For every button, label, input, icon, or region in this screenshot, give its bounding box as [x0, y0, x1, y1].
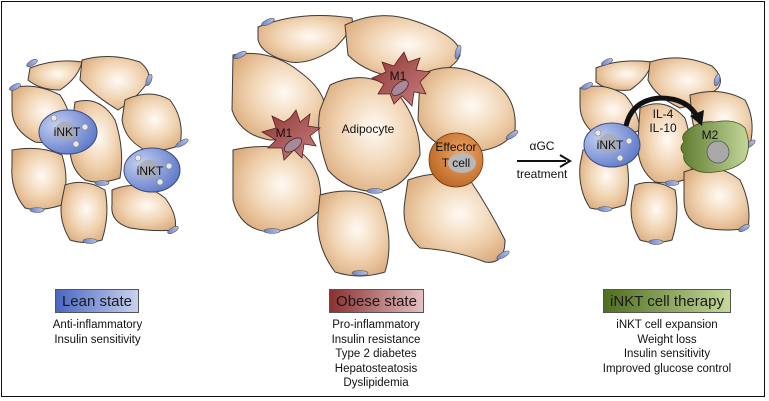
lean-nuclei: [9, 59, 189, 244]
treatment-label: treatment: [517, 167, 568, 181]
inkt-cell: iNKT: [123, 147, 181, 193]
m2-macrophage: M2: [680, 120, 749, 173]
inkt-label: iNKT: [597, 138, 624, 152]
inkt-label: iNKT: [54, 125, 81, 139]
adipocyte: [257, 14, 353, 63]
adipocyte: [232, 145, 322, 233]
adipocyte: [111, 185, 176, 232]
lean-state-badge: Lean state: [55, 289, 139, 313]
obese-state-badge: Obese state: [329, 289, 424, 313]
il10-label: IL-10: [649, 121, 677, 135]
adipocyte-label: Adipocyte: [342, 122, 395, 136]
feature-item: Weight loss: [637, 333, 697, 346]
m1-label: M1: [390, 69, 407, 83]
cytokine-arrow: IL-4 IL-10: [623, 95, 704, 135]
agc-label: αGC: [530, 139, 555, 153]
feature-item: Pro-inflammatory: [332, 319, 420, 331]
adipocyte: [27, 60, 83, 91]
feature-item: Dyslipidemia: [343, 377, 409, 389]
adipocyte: [630, 181, 678, 243]
inkt-label: iNKT: [137, 164, 164, 178]
adipocyte: [683, 167, 750, 231]
t-cell-label: T cell: [442, 156, 470, 170]
effector-label: Effector: [435, 140, 476, 154]
m1-macrophage: M1: [371, 51, 431, 107]
feature-item: Improved glucose control: [602, 362, 732, 375]
il4-label: IL-4: [653, 107, 674, 121]
therapy-features: iNKT cell expansion Weight loss Insulin …: [597, 318, 737, 376]
lean-features: Anti-inflammatory Insulin sensitivity: [40, 318, 155, 347]
feature-item: iNKT cell expansion: [616, 319, 718, 331]
feature-item: Type 2 diabetes: [335, 348, 417, 360]
inkt-cell: iNKT: [583, 122, 641, 168]
feature-item: Anti-inflammatory: [52, 319, 143, 331]
adipocyte: [60, 181, 108, 243]
effector-t-cell: Effector T cell: [428, 132, 484, 188]
adipocyte: [317, 190, 390, 277]
obese-tissue: [231, 14, 516, 277]
adipocyte: [11, 147, 67, 210]
feature-item: Insulin sensitivity: [54, 333, 141, 346]
inkt-cell: iNKT: [38, 109, 98, 155]
obese-nuclei: [233, 17, 519, 276]
feature-item: Insulin resistance: [331, 333, 421, 346]
obese-features: Pro-inflammatory Insulin resistance Type…: [316, 318, 436, 391]
therapy-nuclei: [581, 58, 756, 245]
adipocyte: [121, 93, 182, 151]
m1-label: M1: [276, 126, 293, 140]
feature-item: Hepatosteatosis: [334, 362, 418, 375]
m1-macrophage: M1: [260, 109, 321, 161]
treatment-arrow: αGC treatment: [517, 139, 572, 181]
m2-label: M2: [702, 128, 719, 142]
therapy-badge: iNKT cell therapy: [603, 289, 731, 313]
feature-item: Insulin sensitivity: [623, 348, 711, 360]
